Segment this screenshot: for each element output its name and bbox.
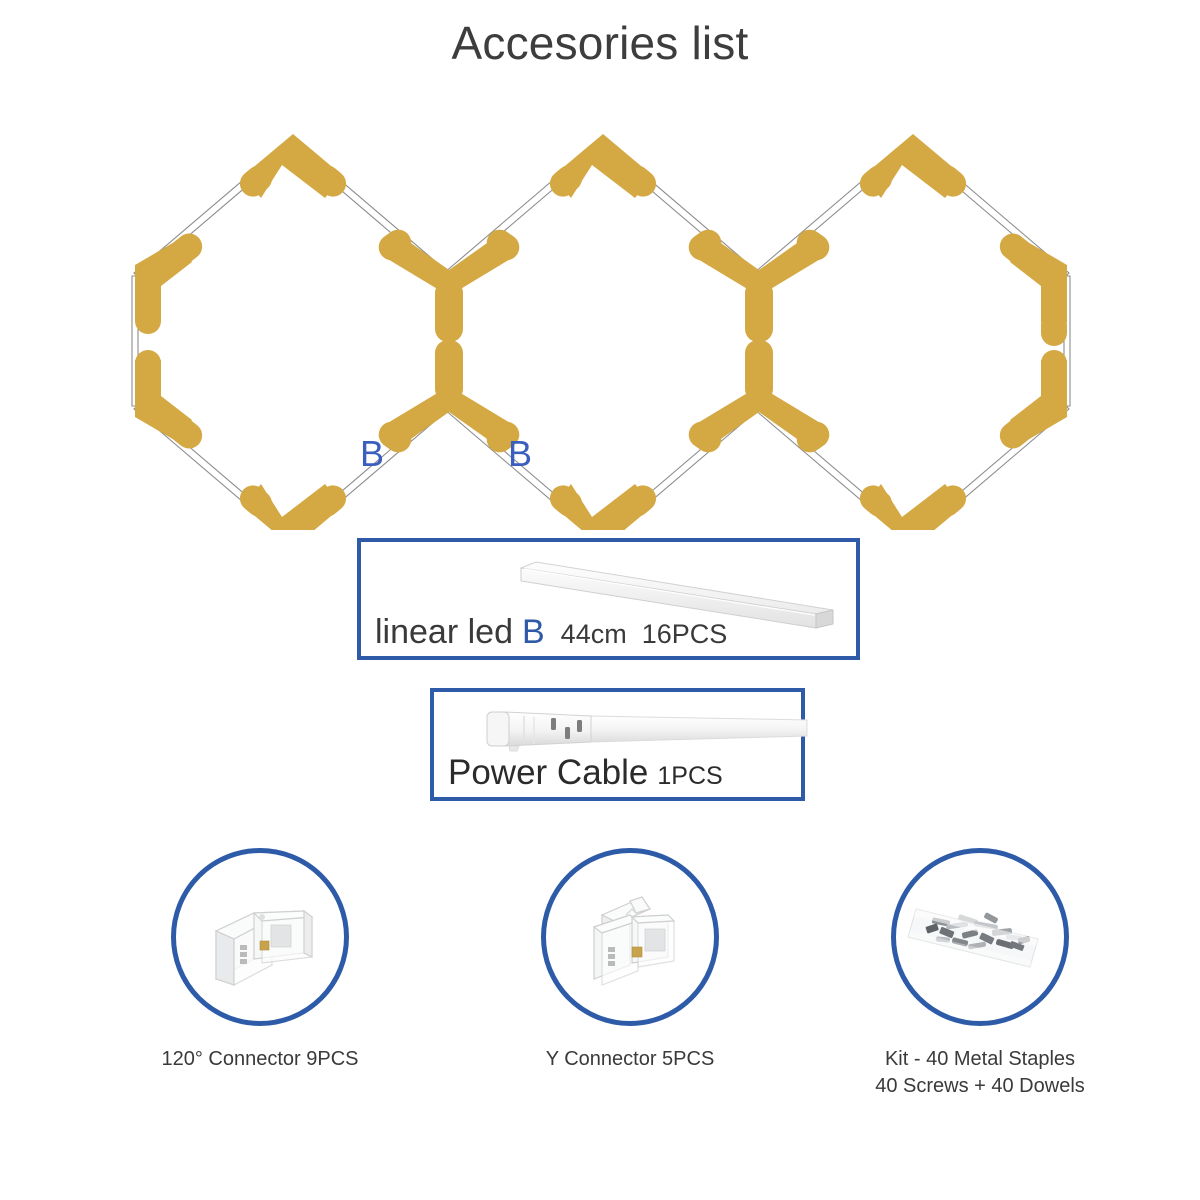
linear-led-code: B — [521, 613, 545, 651]
power-cable-image — [479, 700, 809, 762]
linear-led-bar-image — [516, 554, 846, 632]
power-cable-item-box[interactable]: Power Cable 1PCS — [430, 688, 808, 801]
linear-led-name: linear led — [375, 613, 513, 651]
segment-label-b-left: B — [360, 433, 385, 474]
hardware-bag-icon — [907, 908, 1039, 968]
page-title: Accesories list — [451, 17, 749, 69]
segment-label-b-right: B — [508, 433, 533, 474]
linear-led-quantity: 16PCS — [641, 619, 728, 649]
power-cable-name: Power Cable — [448, 753, 649, 792]
linear-led-item-box[interactable]: linear led B 44cm 16PCS — [357, 538, 860, 660]
accessory-120-connector[interactable]: 120° Connector 9PCS — [90, 848, 430, 1073]
linear-led-length: 44cm — [560, 619, 627, 649]
corner-connector-icon — [214, 909, 314, 986]
accessory-caption: Kit - 40 Metal Staples 40 Screws + 40 Do… — [875, 1048, 1085, 1097]
accessory-circle-frame — [891, 848, 1069, 1026]
accessory-circle-frame — [541, 848, 719, 1026]
y-connector-icon — [592, 896, 676, 986]
accessory-caption: Y Connector 5PCS — [545, 1048, 715, 1070]
accessory-circle-frame — [171, 848, 349, 1026]
accessory-caption: 120° Connector 9PCS — [161, 1048, 359, 1070]
hexagon-layout-diagram — [95, 110, 1105, 530]
accessory-mounting-kit[interactable]: Kit - 40 Metal Staples 40 Screws + 40 Do… — [810, 848, 1150, 1099]
linear-led-caption: linear led B 44cm 16PCS — [375, 613, 727, 652]
accessory-y-connector[interactable]: Y Connector 5PCS — [460, 848, 800, 1073]
power-cable-quantity: 1PCS — [657, 762, 723, 790]
power-cable-caption: Power Cable 1PCS — [448, 753, 723, 793]
